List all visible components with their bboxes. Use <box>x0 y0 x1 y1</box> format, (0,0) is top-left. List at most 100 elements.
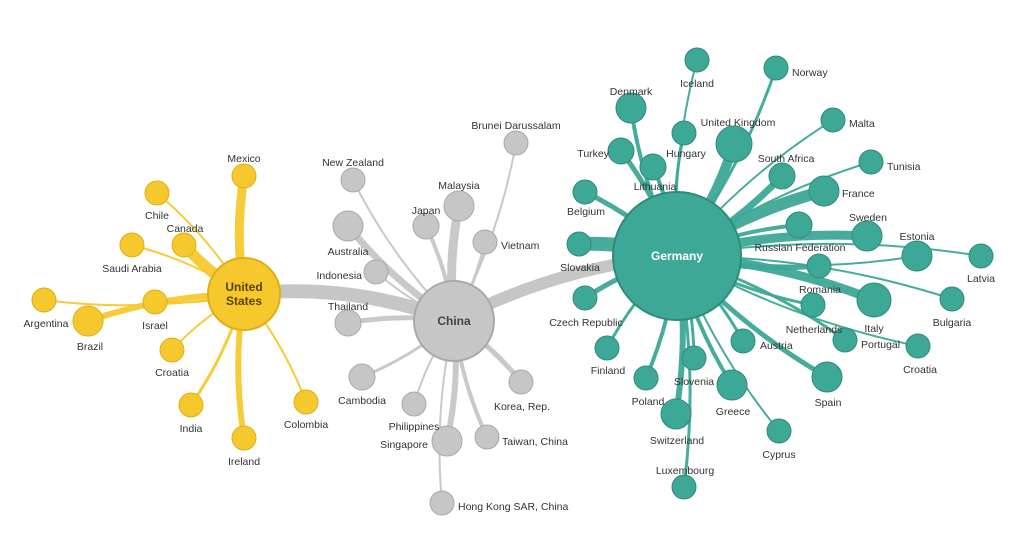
node-china-korea-rep[interactable] <box>508 369 534 395</box>
node-germany-poland[interactable] <box>633 365 659 391</box>
hub-label-us: States <box>226 294 262 308</box>
node-china-taiwan-china[interactable] <box>474 424 500 450</box>
node-germany-switzerland[interactable] <box>660 398 692 430</box>
node-china-vietnam[interactable] <box>472 229 498 255</box>
label-germany-sweden: Sweden <box>849 212 887 224</box>
label-germany-slovakia: Slovakia <box>560 262 600 274</box>
node-us-mexico[interactable] <box>231 163 257 189</box>
node-germany-finland[interactable] <box>594 335 620 361</box>
label-germany-finland: Finland <box>591 365 626 377</box>
node-germany-italy[interactable] <box>856 282 892 318</box>
label-china-korea-rep: Korea, Rep. <box>494 401 550 413</box>
label-china-cambodia: Cambodia <box>338 395 386 407</box>
hub-china[interactable] <box>413 280 495 362</box>
label-china-japan: Japan <box>412 205 441 217</box>
node-china-singapore[interactable] <box>431 425 463 457</box>
node-germany-south-africa[interactable] <box>768 162 796 190</box>
node-china-cambodia[interactable] <box>348 363 376 391</box>
node-china-brunei-darussalam[interactable] <box>503 130 529 156</box>
node-germany-france[interactable] <box>808 175 840 207</box>
node-germany-united-kingdom[interactable] <box>715 125 753 163</box>
label-us-ireland: Ireland <box>228 456 260 468</box>
node-germany-spain[interactable] <box>811 361 843 393</box>
label-germany-portugal: Portugal <box>861 339 900 351</box>
node-china-indonesia[interactable] <box>363 259 389 285</box>
node-germany-romania[interactable] <box>806 253 832 279</box>
label-china-taiwan-china: Taiwan, China <box>502 436 568 448</box>
node-germany-czech-republic[interactable] <box>572 285 598 311</box>
label-germany-lithuania: Lithuania <box>634 181 677 193</box>
node-china-japan[interactable] <box>412 212 440 240</box>
node-us-chile[interactable] <box>144 180 170 206</box>
node-germany-greece[interactable] <box>716 369 748 401</box>
label-germany-poland: Poland <box>632 396 665 408</box>
node-germany-austria[interactable] <box>730 328 756 354</box>
label-china-brunei-darussalam: Brunei Darussalam <box>471 120 561 132</box>
node-china-new-zealand[interactable] <box>340 167 366 193</box>
node-germany-tunisia[interactable] <box>858 149 884 175</box>
hub-label-us: United <box>225 280 262 294</box>
node-germany-iceland[interactable] <box>684 47 710 73</box>
node-china-thailand[interactable] <box>334 309 362 337</box>
node-us-israel[interactable] <box>142 289 168 315</box>
hub-germany[interactable] <box>612 191 742 321</box>
label-germany-denmark: Denmark <box>610 86 653 98</box>
node-us-canada[interactable] <box>171 232 197 258</box>
hub-label-germany: Germany <box>651 249 703 263</box>
label-china-vietnam: Vietnam <box>501 240 540 252</box>
node-germany-turkey[interactable] <box>607 137 635 165</box>
label-us-israel: Israel <box>142 320 168 332</box>
label-germany-hungary: Hungary <box>666 148 706 160</box>
node-us-ireland[interactable] <box>231 425 257 451</box>
label-germany-norway: Norway <box>792 67 828 79</box>
node-germany-estonia[interactable] <box>901 240 933 272</box>
label-germany-switzerland: Switzerland <box>650 435 704 447</box>
node-germany-slovenia[interactable] <box>681 345 707 371</box>
node-germany-bulgaria[interactable] <box>939 286 965 312</box>
label-china-australia: Australia <box>328 246 369 258</box>
node-us-india[interactable] <box>178 392 204 418</box>
node-us-croatia[interactable] <box>159 337 185 363</box>
label-germany-bulgaria: Bulgaria <box>933 317 972 329</box>
node-germany-slovakia[interactable] <box>566 231 592 257</box>
label-china-hong-kong-sar-china: Hong Kong SAR, China <box>458 501 568 513</box>
node-germany-malta[interactable] <box>820 107 846 133</box>
node-germany-russian-federation[interactable] <box>785 211 813 239</box>
node-china-malaysia[interactable] <box>443 190 475 222</box>
node-germany-luxembourg[interactable] <box>671 474 697 500</box>
node-china-australia[interactable] <box>332 210 364 242</box>
node-germany-sweden[interactable] <box>851 220 883 252</box>
label-us-brazil: Brazil <box>77 341 103 353</box>
label-germany-france: France <box>842 188 875 200</box>
node-germany-cyprus[interactable] <box>766 418 792 444</box>
label-us-chile: Chile <box>145 210 169 222</box>
label-germany-romania: Romania <box>799 284 841 296</box>
label-germany-croatia: Croatia <box>903 364 937 376</box>
node-germany-belgium[interactable] <box>572 179 598 205</box>
label-germany-malta: Malta <box>849 118 875 130</box>
label-germany-greece: Greece <box>716 406 751 418</box>
node-germany-lithuania[interactable] <box>639 153 667 181</box>
hub-us[interactable] <box>207 257 281 331</box>
node-china-hong-kong-sar-china[interactable] <box>429 490 455 516</box>
node-china-philippines[interactable] <box>401 391 427 417</box>
label-germany-cyprus: Cyprus <box>762 449 795 461</box>
label-us-saudi-arabia: Saudi Arabia <box>102 263 162 275</box>
node-germany-norway[interactable] <box>763 55 789 81</box>
label-germany-slovenia: Slovenia <box>674 376 714 388</box>
node-us-argentina[interactable] <box>31 287 57 313</box>
node-germany-denmark[interactable] <box>615 92 647 124</box>
label-us-canada: Canada <box>167 223 204 235</box>
node-germany-netherlands[interactable] <box>800 292 826 318</box>
node-germany-portugal[interactable] <box>832 327 858 353</box>
node-us-colombia[interactable] <box>293 389 319 415</box>
node-germany-latvia[interactable] <box>968 243 994 269</box>
label-germany-turkey: Turkey <box>577 148 609 160</box>
node-germany-hungary[interactable] <box>671 120 697 146</box>
node-germany-croatia[interactable] <box>905 333 931 359</box>
node-us-brazil[interactable] <box>72 305 104 337</box>
node-us-saudi-arabia[interactable] <box>119 232 145 258</box>
label-germany-spain: Spain <box>815 397 842 409</box>
